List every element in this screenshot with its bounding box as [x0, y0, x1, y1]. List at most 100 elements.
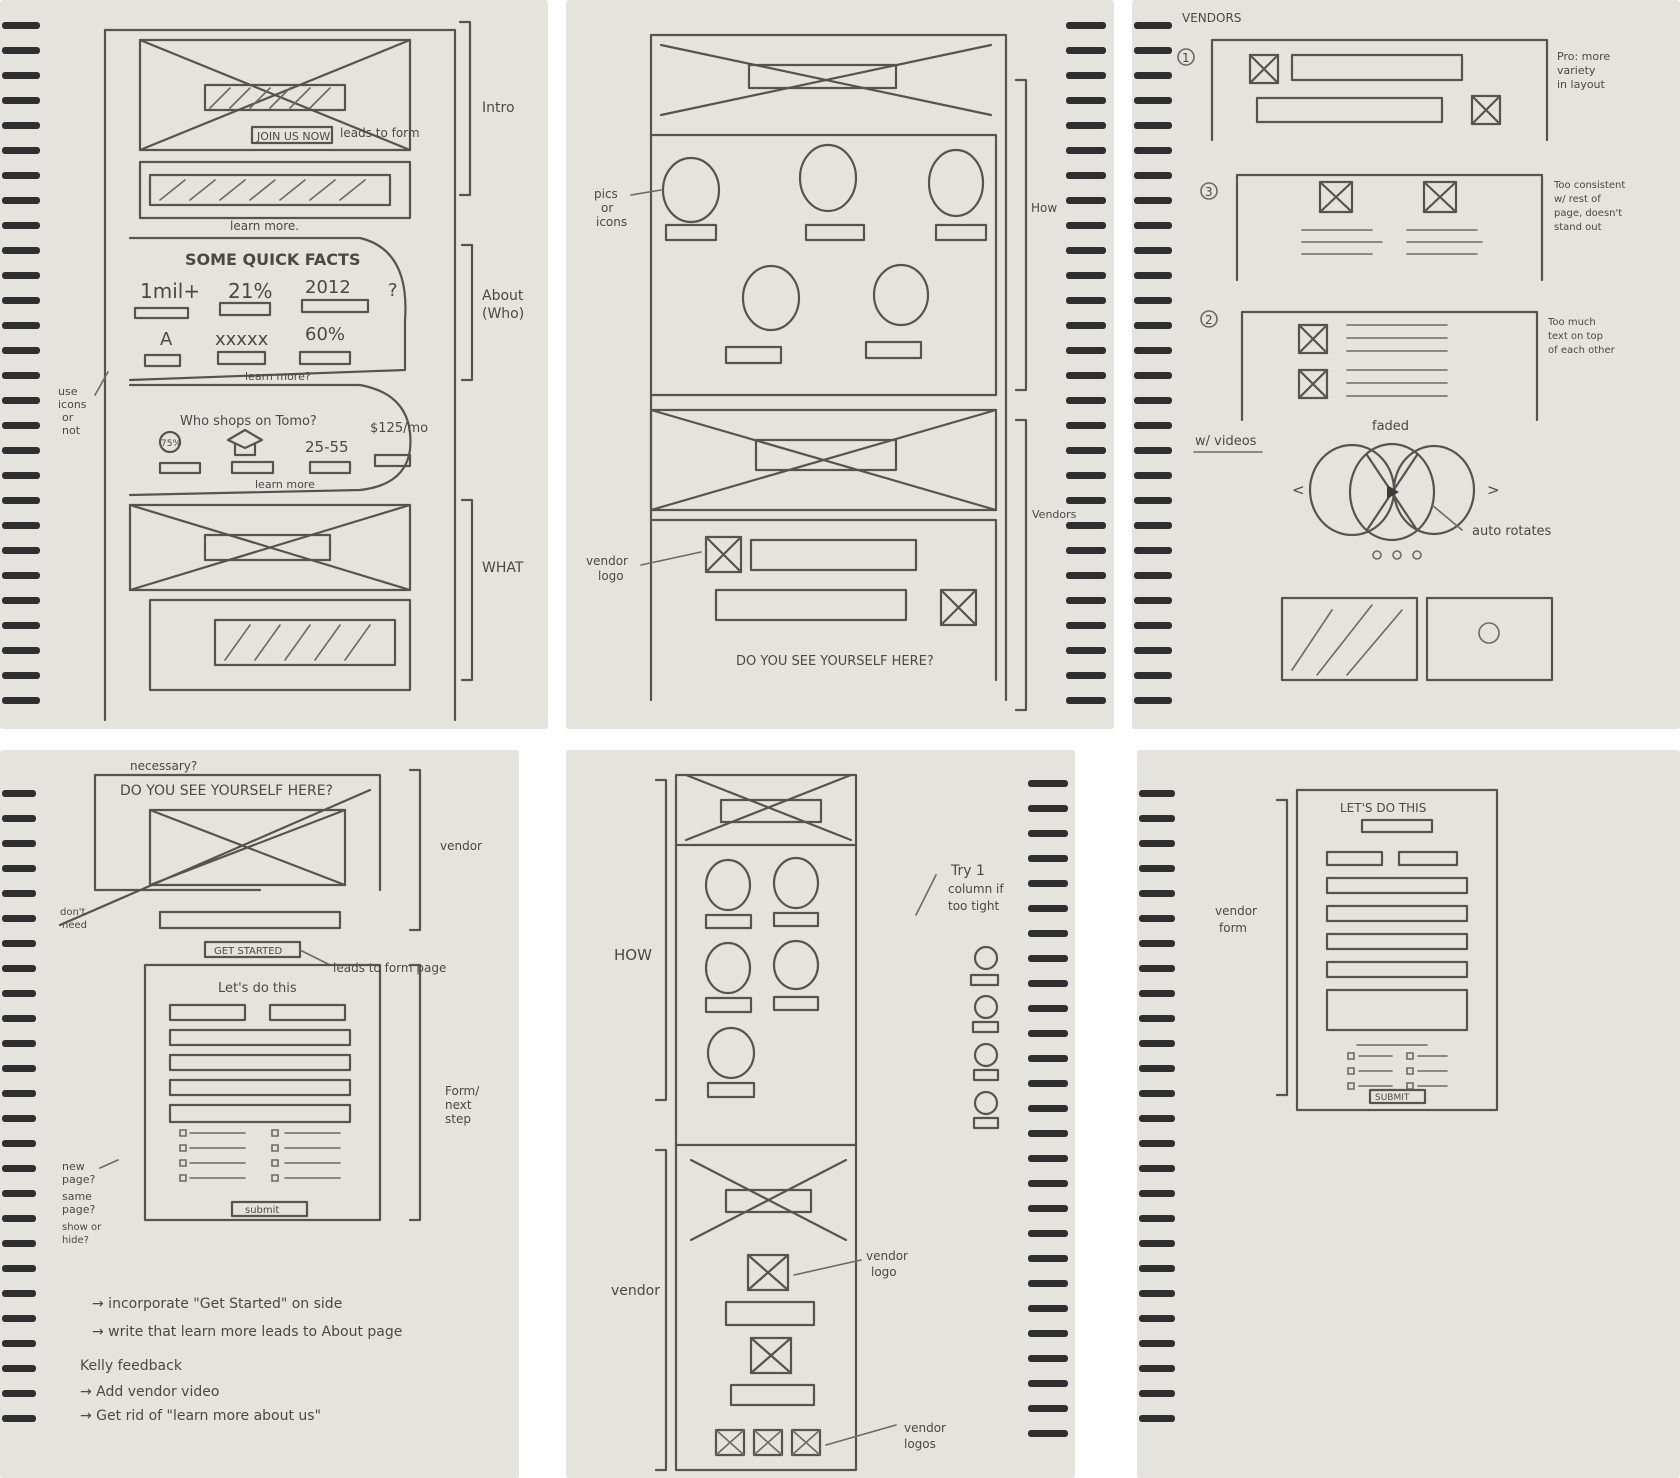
option-1-logo-1	[1248, 53, 1280, 85]
vendor-hero-cross	[58, 788, 372, 927]
vendor-logo-1-cross	[704, 535, 743, 574]
graduation-cap-icon	[226, 428, 264, 457]
form-box	[143, 963, 382, 1222]
how-icon-2	[798, 143, 858, 213]
form-input-fields	[168, 1028, 352, 1124]
get-started-arrow	[299, 949, 331, 966]
fact-6: 60%	[305, 324, 345, 345]
use-icons-arrow	[94, 371, 109, 396]
what-hero-cross	[128, 503, 412, 592]
sketch-page-how: pics or icons How vendor logo Vendors DO…	[566, 0, 1114, 729]
who-shops-title: Who shops on Tomo?	[180, 414, 317, 429]
vendor-logo-small-1	[714, 1428, 746, 1457]
form-name-fields	[168, 1003, 347, 1022]
form-checkbox-labels	[189, 1132, 341, 1179]
get-started-label: GET STARTED	[214, 946, 283, 957]
single-col-bar-3	[972, 1068, 1000, 1082]
bracket-vendor	[654, 1148, 668, 1472]
try-one-arrow	[915, 874, 937, 916]
fact-5: xxxxx	[215, 329, 269, 350]
single-col-icon-2	[973, 994, 999, 1020]
too-much-note-3: of each other	[1548, 345, 1616, 356]
submit-button	[230, 1200, 309, 1218]
intro-text-bar	[148, 173, 392, 207]
lets-do-this-heading: LET'S DO THIS	[1340, 801, 1426, 815]
pics-label: pics	[594, 187, 618, 201]
mobile-hero-cross	[684, 773, 853, 842]
vendor-logo-2-cross	[939, 588, 978, 627]
form-checkboxes	[179, 1129, 279, 1182]
bracket-vendor-form	[1275, 798, 1289, 1097]
vendor-section-box	[649, 518, 998, 682]
how-icon-4	[741, 264, 801, 332]
intro-text-box	[138, 160, 412, 220]
fact-question: ?	[388, 280, 398, 301]
pro-note-3: in layout	[1557, 78, 1606, 91]
option-2-text-lines	[1346, 324, 1448, 397]
how-icon-1	[704, 858, 752, 912]
leads-to-form-page-note: leads to form page	[333, 961, 446, 975]
option-1-box	[1210, 38, 1549, 142]
video-player-box	[1425, 596, 1554, 682]
fact-3: 2012	[305, 277, 351, 298]
form-next-step-3: step	[445, 1112, 471, 1126]
fact-2: 21%	[228, 279, 272, 303]
form-subtitle-bar	[1360, 818, 1434, 834]
video-thumbnail-box	[1280, 596, 1419, 682]
too-much-note-1: Too much	[1547, 317, 1596, 328]
kelly-note-2: → Get rid of "learn more about us"	[80, 1408, 321, 1424]
consistent-note-2: w/ rest of	[1554, 194, 1601, 205]
new-page-note-1: new	[62, 1160, 85, 1173]
facts-section-outline	[128, 236, 407, 382]
sketch-page-mobile-how-drawing: HOW Try 1 column if too tight	[611, 773, 1068, 1472]
vendor-logo-note-2: logo	[871, 1265, 897, 1279]
carousel-dot-1	[1372, 550, 1382, 560]
fact-label-bars-row2	[143, 350, 352, 368]
sketch-page-mobile-form-drawing: vendor form LET'S DO THIS SUBMIT	[1139, 788, 1499, 1422]
mobile-form-frame	[1295, 788, 1499, 1112]
vendor-text-bar	[158, 910, 342, 930]
side-vendor-label: vendor	[440, 839, 482, 853]
hero-cross	[659, 43, 993, 117]
consistent-note-4: stand out	[1554, 222, 1602, 233]
join-us-button	[250, 125, 334, 145]
side-intro-label: Intro	[482, 100, 515, 116]
stat-1: 75%	[161, 439, 181, 449]
use-icons-note-3: or	[62, 411, 74, 424]
pro-note-2: variety	[1557, 64, 1596, 77]
carousel-dot-3	[1412, 550, 1422, 560]
vendor-logo-small-3	[790, 1428, 822, 1457]
auto-rotate-arrow	[1431, 504, 1463, 531]
form-next-step-2: next	[445, 1098, 472, 1112]
option-1-circle	[1177, 48, 1195, 66]
submit-label: submit	[245, 1205, 279, 1216]
video-play-icon	[1478, 622, 1500, 644]
see-yourself-heading: DO YOU SEE YOURSELF HERE?	[120, 783, 333, 799]
option-2-logo-1	[1297, 323, 1329, 355]
vendor-logos-note-1: vendor	[904, 1421, 946, 1435]
stat-label-bars	[158, 453, 412, 475]
how-label-bars-row2	[724, 340, 923, 365]
intro-hatching	[209, 87, 331, 109]
bracket-vendors	[1014, 418, 1028, 712]
hero-bar	[747, 63, 898, 90]
how-icon-3	[927, 148, 985, 218]
new-page-arrow	[99, 1159, 119, 1169]
vendor-hero-cross	[649, 408, 998, 512]
sketch-page-vendor-form-notes-drawing: necessary? DO YOU SEE YOURSELF HERE? don…	[2, 759, 482, 1424]
bracket-how	[654, 778, 668, 1102]
option-3-number: 3	[1205, 185, 1213, 199]
side-how-label: How	[1031, 201, 1057, 215]
form-checkbox-labels	[1358, 1055, 1448, 1087]
sketch-page-vendor-form-notes: necessary? DO YOU SEE YOURSELF HERE? don…	[0, 750, 519, 1478]
stat-3: 25-55	[305, 438, 349, 456]
sketch-page-intro: JOIN US NOW leads to form learn more. SO…	[0, 0, 548, 729]
how-icon-5	[872, 263, 930, 327]
what-text-box	[148, 598, 412, 692]
vendor-bar-2	[729, 1383, 816, 1407]
spiral-binding	[1066, 22, 1106, 704]
join-us-label: JOIN US NOW	[256, 130, 330, 143]
bracket-how	[1014, 78, 1028, 392]
or-label: or	[601, 201, 613, 215]
intro-text-hatching	[159, 179, 366, 201]
